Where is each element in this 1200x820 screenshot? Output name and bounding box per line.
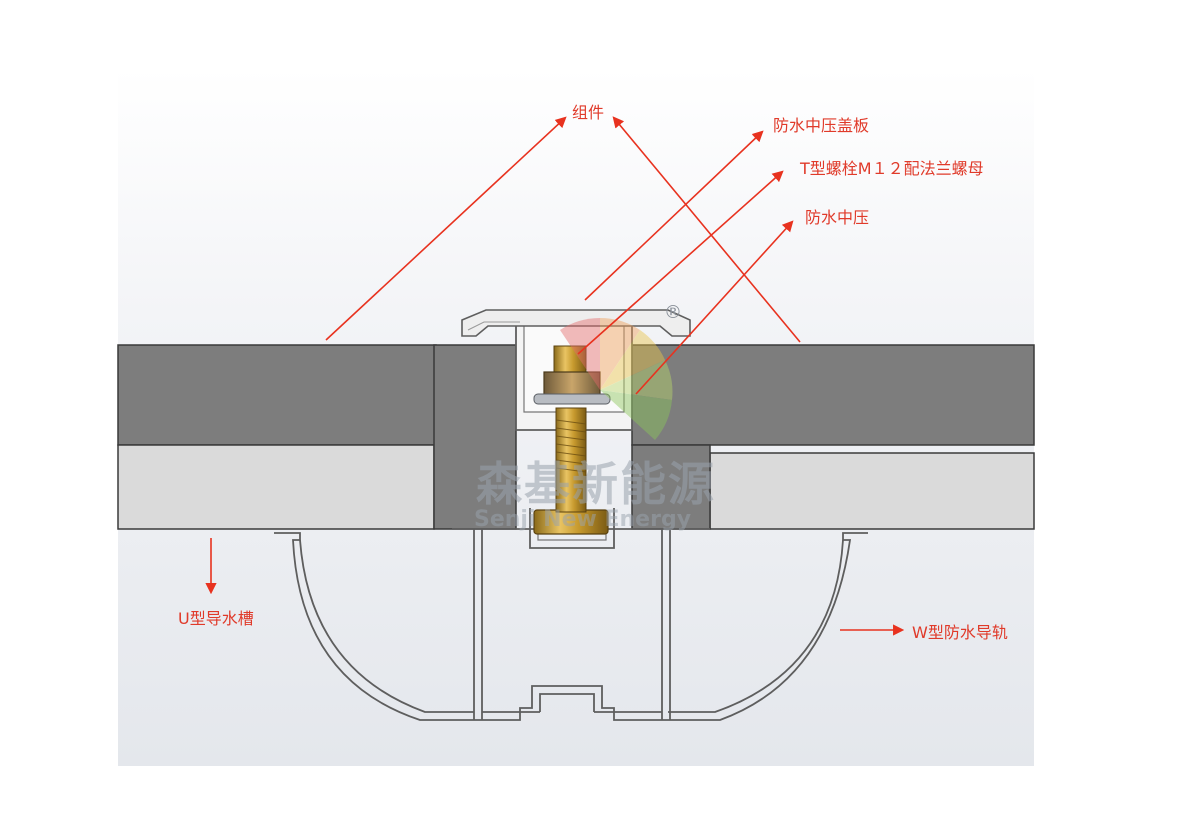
- registered-mark: ®: [664, 302, 682, 323]
- label-cover-plate: 防水中压盖板: [773, 116, 869, 135]
- module-left-frame: [117, 444, 435, 530]
- bolt-shank: [555, 407, 587, 513]
- flange-washer: [533, 393, 611, 405]
- label-module: 组件: [572, 103, 604, 122]
- flange-nut: [543, 371, 601, 397]
- arrow-module-left: [325, 116, 567, 341]
- callout-labels: 组件 防水中压盖板 T型螺栓M１２配法兰螺母 防水中压 U型导水槽 W型防水导轨: [178, 103, 1008, 642]
- module-right-frame: [709, 452, 1035, 530]
- module-panels: [117, 344, 1035, 530]
- watermark-brand-cn: 森基新能源: [476, 457, 716, 511]
- label-bolt: T型螺栓M１２配法兰螺母: [799, 159, 984, 178]
- label-mid-clamp: 防水中压: [805, 208, 869, 227]
- arrow-module-right: [612, 116, 801, 343]
- label-u-channel: U型导水槽: [178, 609, 254, 628]
- cover-plate: [461, 309, 691, 337]
- watermark-logo-fan: [560, 317, 673, 440]
- arrow-cover-plate: [584, 130, 764, 301]
- module-right-dark: [631, 344, 1035, 446]
- callout-arrows: [205, 116, 905, 636]
- arrow-bolt: [577, 170, 784, 355]
- arrow-mid-clamp: [635, 220, 794, 395]
- module-left-dark: [117, 344, 437, 446]
- watermark-brand-en: Senji New Energy: [474, 507, 691, 532]
- t-bolt: [533, 345, 611, 535]
- watermark: ® 森基新能源 Senji New Energy: [474, 302, 716, 532]
- label-w-rail: W型防水导轨: [912, 623, 1008, 642]
